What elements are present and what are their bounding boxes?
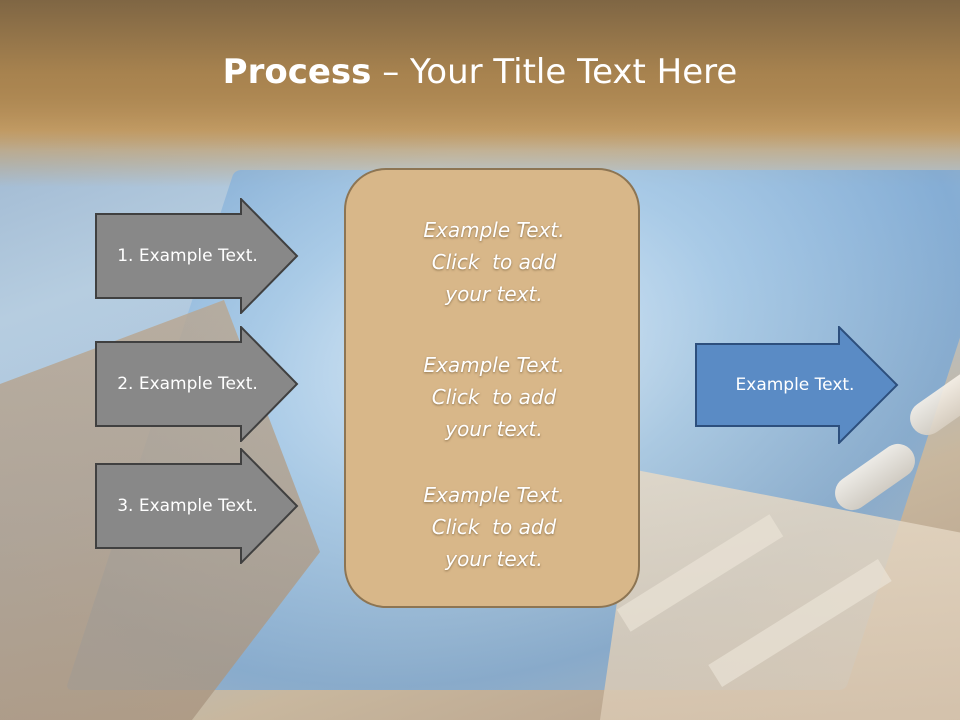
header-band <box>0 0 960 150</box>
center-text-box[interactable]: Example Text. Click to add your text. Ex… <box>344 168 640 608</box>
title-separator: – <box>371 52 411 92</box>
slide-title[interactable]: Process – Your Title Text Here <box>0 52 960 92</box>
center-text-line: Click to add <box>431 385 557 409</box>
arrow-shape <box>95 448 299 564</box>
process-step-arrow-3[interactable]: 3. Example Text. <box>95 448 300 564</box>
title-bold-part: Process <box>222 52 372 92</box>
process-step-arrow-2[interactable]: 2. Example Text. <box>95 326 300 442</box>
center-text-line: your text. <box>445 282 543 306</box>
center-text-line: your text. <box>445 417 543 441</box>
center-text-block-1: Example Text. Click to add your text. <box>346 214 642 310</box>
center-text-block-2: Example Text. Click to add your text. <box>346 349 642 445</box>
center-text-line: Click to add <box>431 250 557 274</box>
center-text-line: Click to add <box>431 515 557 539</box>
arrow-shape <box>95 198 299 314</box>
process-step-arrow-1[interactable]: 1. Example Text. <box>95 198 300 314</box>
center-text-block-3: Example Text. Click to add your text. <box>346 479 642 575</box>
process-step-label: 3. Example Text. <box>117 496 258 516</box>
center-text-line: Example Text. <box>423 218 565 242</box>
result-arrow-label: Example Text. <box>735 375 855 395</box>
arrow-shape <box>695 326 899 444</box>
title-rest: Your Title Text Here <box>410 52 738 92</box>
process-step-label: 2. Example Text. <box>117 374 258 394</box>
process-step-label: 1. Example Text. <box>117 246 258 266</box>
center-text-line: Example Text. <box>423 483 565 507</box>
result-arrow[interactable]: Example Text. <box>695 326 900 444</box>
center-text-line: Example Text. <box>423 353 565 377</box>
arrow-shape <box>95 326 299 442</box>
center-text-line: your text. <box>445 547 543 571</box>
